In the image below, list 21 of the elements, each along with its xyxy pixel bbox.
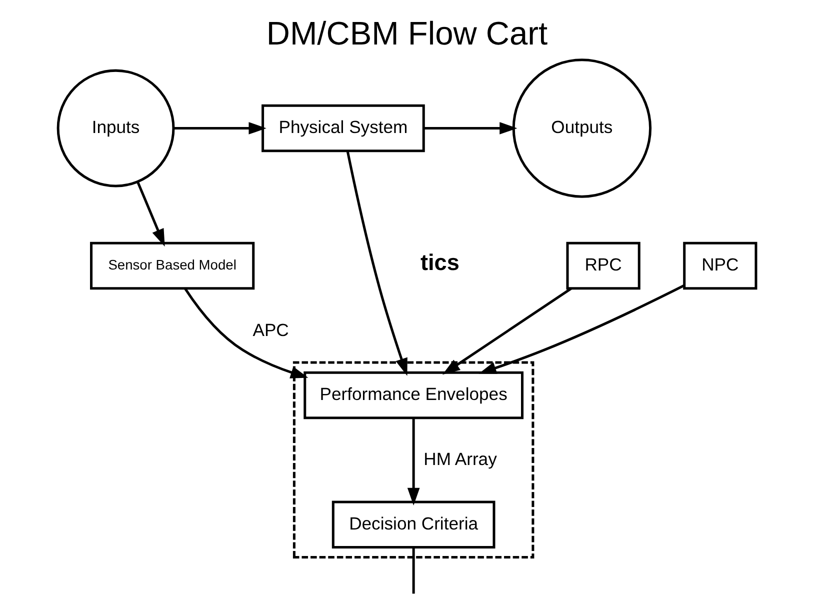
arrow (406, 418, 420, 506)
arrow (184, 288, 308, 378)
arrow (478, 284, 684, 374)
node-circle: Inputs (56, 69, 174, 188)
node-box: Performance Envelopes (303, 371, 524, 420)
edge-label: APC (252, 320, 288, 340)
arrow (346, 151, 407, 376)
node-box: RPC (566, 242, 640, 290)
label: tics (420, 250, 459, 276)
arrow (442, 288, 572, 375)
node-box: Physical System (261, 104, 424, 152)
arrow (173, 122, 266, 134)
node-box: NPC (682, 242, 757, 290)
arrow (423, 122, 517, 134)
node-box: Decision Criteria (331, 500, 495, 548)
node-circle: Outputs (512, 58, 652, 198)
diagram-title: DM/CBM Flow Cart (266, 14, 548, 52)
node-box: Sensor Based Model (90, 242, 254, 290)
edge-label: HM Array (423, 449, 496, 470)
connector (412, 547, 414, 594)
arrow (136, 181, 164, 247)
